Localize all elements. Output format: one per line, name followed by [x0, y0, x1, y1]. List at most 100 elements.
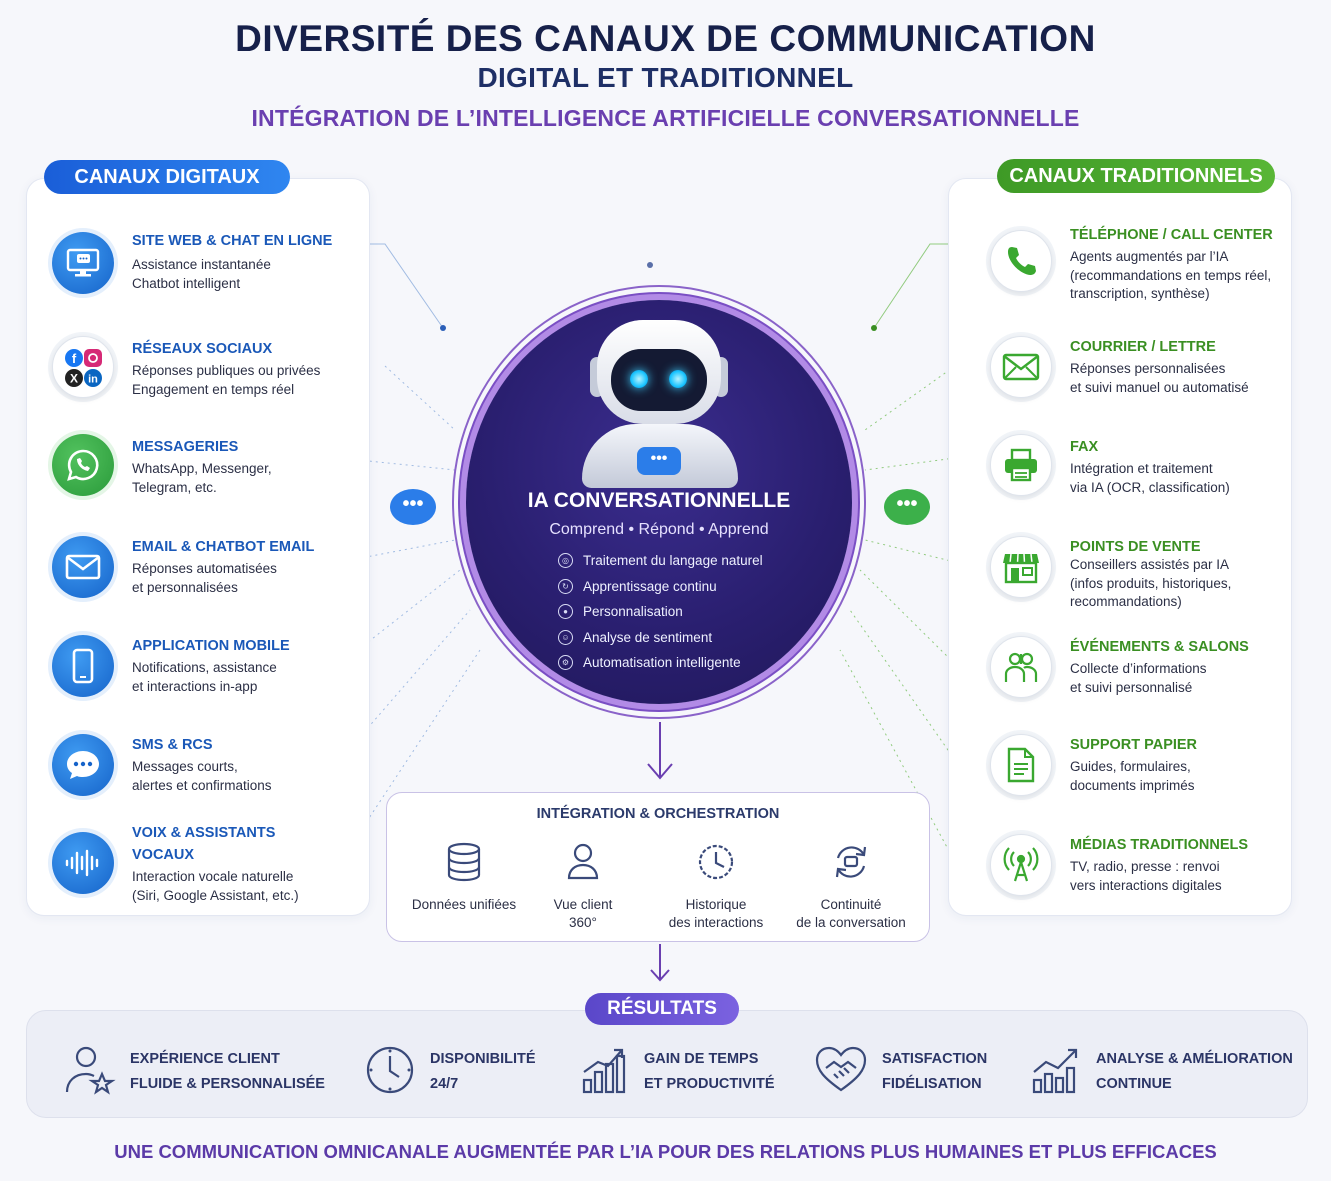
- voice-wave-icon: [52, 832, 114, 894]
- ai-feature: ↻Apprentissage continu: [558, 579, 717, 594]
- user-icon: [508, 840, 658, 884]
- channel-phone: TÉLÉPHONE / CALL CENTER Agents augmentés…: [990, 227, 1290, 301]
- traditional-channels-label: CANAUX TRADITIONNELS: [997, 159, 1275, 193]
- digital-channels-label: CANAUX DIGITAUX: [44, 160, 290, 194]
- channel-fax: FAX Intégration et traitement via IA (OC…: [990, 434, 1290, 496]
- ai-core-title: IA CONVERSATIONNELLE: [527, 489, 791, 512]
- robot-eye-left: [630, 370, 648, 388]
- nlp-icon: ◎: [558, 553, 573, 568]
- result-item: GAIN DE TEMPS ET PRODUCTIVITÉ: [578, 1046, 775, 1098]
- ai-feature: ◎Traitement du langage naturel: [558, 553, 763, 568]
- integration-title: INTÉGRATION & ORCHESTRATION: [536, 806, 780, 822]
- user-star-icon: [64, 1044, 116, 1101]
- chat-bubble-left-icon: •••: [390, 489, 436, 525]
- clock-icon: [364, 1044, 416, 1101]
- channel-desc: Collecte d’informations et suivi personn…: [1070, 661, 1207, 695]
- channel-email: EMAIL & CHATBOT EMAIL Réponses automatis…: [52, 536, 352, 598]
- social-networks-icon: f X in: [52, 336, 114, 398]
- channel-title: SUPPORT PAPIER: [1070, 737, 1198, 753]
- channel-events-fairs: ÉVÉNEMENTS & SALONS Collecte d’informati…: [990, 636, 1290, 698]
- channel-website-chat: SITE WEB & CHAT EN LIGNE Assistance inst…: [52, 232, 352, 294]
- channel-title: MESSAGERIES: [132, 439, 239, 455]
- database-icon: [389, 840, 539, 884]
- channel-title-line2: VOCAUX: [132, 847, 195, 863]
- letter-icon: [990, 336, 1052, 398]
- channel-traditional-media: MÉDIAS TRADITIONNELS TV, radio, presse :…: [990, 834, 1290, 896]
- channel-title: APPLICATION MOBILE: [132, 638, 290, 654]
- integration-box: [386, 792, 930, 942]
- channel-title: COURRIER / LETTRE: [1070, 339, 1216, 355]
- channel-title: ÉVÉNEMENTS & SALONS: [1070, 639, 1249, 655]
- channel-points-of-sale: POINTS DE VENTE Conseillers assistés par…: [990, 536, 1290, 609]
- sentiment-icon: ☺: [558, 630, 573, 645]
- chat-bubble-right-icon: •••: [884, 489, 930, 525]
- chat-dots-icon: •••: [637, 447, 681, 475]
- channel-desc: Conseillers assistés par IA (infos produ…: [1070, 557, 1232, 609]
- svg-text:X: X: [70, 372, 78, 386]
- phone-icon: [990, 230, 1052, 292]
- results-bar: [26, 1010, 1308, 1118]
- channel-desc: Notifications, assistance et interaction…: [132, 660, 277, 694]
- channel-title: POINTS DE VENTE: [1070, 539, 1201, 555]
- channel-title: TÉLÉPHONE / CALL CENTER: [1070, 227, 1273, 243]
- result-item: SATISFACTION FIDÉLISATION: [814, 1046, 987, 1098]
- robot-eye-right: [669, 370, 687, 388]
- channel-title: VOIX & ASSISTANTS: [132, 825, 276, 841]
- channel-mail-letter: COURRIER / LETTRE Réponses personnalisée…: [990, 336, 1290, 398]
- result-item: EXPÉRIENCE CLIENT FLUIDE & PERSONNALISÉE: [64, 1046, 325, 1098]
- footer-tagline: UNE COMMUNICATION OMNICANALE AUGMENTÉE P…: [114, 1141, 1217, 1162]
- bar-growth-icon: [578, 1044, 630, 1101]
- page-subtitle: DIGITAL ET TRADITIONNEL: [477, 62, 854, 93]
- channel-desc: Réponses publiques ou privées Engagement…: [132, 363, 321, 397]
- channel-desc: Réponses automatisées et personnalisées: [132, 561, 277, 595]
- automation-icon: ⚙: [558, 655, 573, 670]
- integration-item: Continuité de la conversation: [776, 840, 926, 932]
- channel-desc: WhatsApp, Messenger, Telegram, etc.: [132, 461, 272, 495]
- ai-core-subtitle: Comprend • Répond • Apprend: [549, 521, 769, 538]
- channel-title: SMS & RCS: [132, 737, 213, 753]
- sync-icon: [776, 840, 926, 884]
- channel-sms-rcs: SMS & RCS Messages courts, alertes et co…: [52, 734, 352, 796]
- channel-messaging: MESSAGERIES WhatsApp, Messenger, Telegra…: [52, 434, 352, 496]
- svg-text:in: in: [88, 374, 98, 386]
- smartphone-icon: [52, 635, 114, 697]
- channel-desc: Intégration et traitement via IA (OCR, c…: [1070, 461, 1230, 495]
- person-icon: ●: [558, 604, 573, 619]
- ai-feature: ⚙Automatisation intelligente: [558, 655, 741, 670]
- fax-icon: [990, 434, 1052, 496]
- history-clock-icon: [641, 840, 791, 884]
- result-item: ANALYSE & AMÉLIORATION CONTINUE: [1030, 1046, 1293, 1098]
- integration-item: Vue client 360°: [508, 840, 658, 932]
- whatsapp-icon: [52, 434, 114, 496]
- channel-voice-assistants: VOIX & ASSISTANTS VOCAUX Interaction voc…: [52, 825, 352, 903]
- channel-desc: Réponses personnalisées et suivi manuel …: [1070, 361, 1249, 395]
- channel-desc: TV, radio, presse : renvoi vers interact…: [1070, 859, 1222, 893]
- ai-feature: ☺Analyse de sentiment: [558, 630, 712, 645]
- ai-feature: ●Personnalisation: [558, 604, 683, 619]
- document-icon: [990, 734, 1052, 796]
- channel-title: FAX: [1070, 439, 1099, 455]
- channel-social-networks: f X in RÉSEAUX SOCIAUX Réponses publique…: [52, 336, 352, 398]
- handshake-heart-icon: [814, 1044, 868, 1101]
- channel-title: EMAIL & CHATBOT EMAIL: [132, 539, 315, 555]
- channel-desc: Guides, formulaires, documents imprimés: [1070, 759, 1195, 793]
- robot-face: [611, 349, 707, 411]
- result-item: DISPONIBILITÉ 24/7: [364, 1046, 536, 1098]
- learning-icon: ↻: [558, 579, 573, 594]
- channel-paper-support: SUPPORT PAPIER Guides, formulaires, docu…: [990, 734, 1290, 796]
- people-icon: [990, 636, 1052, 698]
- channel-desc: Interaction vocale naturelle (Siri, Goog…: [132, 869, 299, 903]
- monitor-chat-icon: [52, 232, 114, 294]
- integration-item: Historique des interactions: [641, 840, 791, 932]
- ai-headline: INTÉGRATION DE L’INTELLIGENCE ARTIFICIEL…: [251, 105, 1080, 131]
- sms-bubble-icon: [52, 734, 114, 796]
- channel-desc: Assistance instantanée Chatbot intellige…: [132, 257, 271, 291]
- channel-mobile-app: APPLICATION MOBILE Notifications, assist…: [52, 635, 352, 697]
- store-icon: [990, 536, 1052, 598]
- channel-title: MÉDIAS TRADITIONNELS: [1070, 837, 1249, 853]
- chart-trend-icon: [1030, 1044, 1082, 1101]
- integration-item: Données unifiées: [389, 840, 539, 914]
- channel-title: RÉSEAUX SOCIAUX: [132, 341, 273, 357]
- results-label: RÉSULTATS: [585, 993, 739, 1025]
- channel-desc: Agents augmentés par l’IA (recommandatio…: [1070, 249, 1272, 301]
